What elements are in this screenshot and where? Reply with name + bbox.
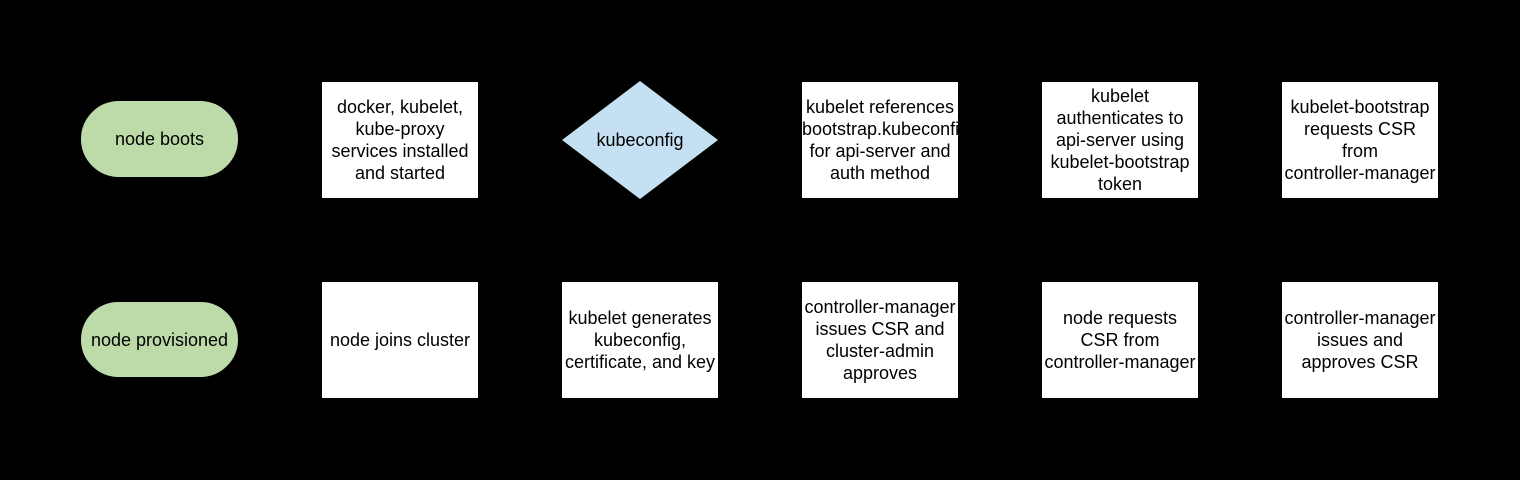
process-node-joins-cluster: node joins cluster [321, 281, 479, 399]
decision-kubeconfig: kubeconfig [562, 81, 718, 199]
process-kubelet-generates-kubeconfig: kubelet generates kubeconfig, certificat… [561, 281, 719, 399]
process-kubelet-authenticates: kubelet authenticates to api-server usin… [1041, 81, 1199, 199]
node-label: kubeconfig [596, 130, 684, 150]
node-label: kubelet generates kubeconfig, certificat… [564, 308, 716, 372]
terminal-node-provisioned: node provisioned [80, 301, 239, 378]
node-label: node requests CSR from controller-manage… [1044, 308, 1196, 372]
process-kubelet-bootstrap-requests-csr: kubelet-bootstrap requests CSR from cont… [1281, 81, 1439, 199]
node-label: kubelet references bootstrap.kubeconfig … [802, 97, 970, 183]
node-label: kubelet authenticates to api-server usin… [1050, 86, 1190, 194]
node-label: node boots [114, 129, 205, 149]
node-label: docker, kubelet, kube-proxy services ins… [331, 97, 469, 183]
node-label: node joins cluster [329, 330, 471, 350]
terminal-node-boots: node boots [80, 100, 239, 178]
process-kubelet-references-bootstrap-kubeconfig: kubelet references bootstrap.kubeconfig … [801, 81, 970, 199]
node-label: node provisioned [90, 329, 229, 350]
process-controller-manager-issues-approves-csr: controller-manager issues and approves C… [1281, 281, 1439, 399]
process-services-installed: docker, kubelet, kube-proxy services ins… [321, 81, 479, 199]
process-node-requests-csr: node requests CSR from controller-manage… [1041, 281, 1199, 399]
node-label: controller-manager issues CSR and cluste… [804, 297, 956, 383]
node-label: controller-manager issues and approves C… [1284, 308, 1436, 372]
process-controller-manager-issues-csr-cluster-admin-approves: controller-manager issues CSR and cluste… [801, 281, 959, 399]
node-label: kubelet-bootstrap requests CSR from cont… [1284, 97, 1436, 183]
